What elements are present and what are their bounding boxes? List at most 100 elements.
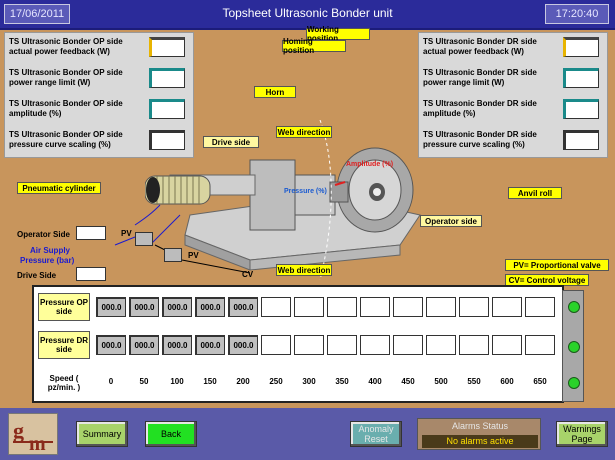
op-side-panel: TS Ultrasonic Bonder OP side actual powe… (4, 32, 194, 158)
op-pressure-cell[interactable] (426, 297, 456, 317)
op-pressure-cell[interactable] (459, 297, 489, 317)
pneumatic-cylinder-label: Pneumatic cylinder (17, 182, 101, 194)
proportional-valve-2 (164, 248, 182, 262)
op-pressure-scaling-field[interactable] (149, 130, 185, 150)
speed-row-label: Speed ( pz/min. ) (38, 369, 90, 397)
op-pressure-cell[interactable]: 000.0 (228, 297, 258, 317)
warnings-page-button[interactable]: Warnings Page (556, 421, 608, 447)
operator-side-pressure-field[interactable] (76, 226, 106, 240)
dr-amplitude-field[interactable] (563, 99, 599, 119)
speed-value: 650 (533, 377, 547, 386)
dr-pressure-cell[interactable] (261, 335, 291, 355)
dr-power-feedback-row: TS Ultrasonic Bonder DR side actual powe… (419, 34, 607, 62)
pneumatic-cylinder-icon (145, 175, 211, 205)
op-pressure-cell[interactable] (360, 297, 390, 317)
dr-pressure-cell[interactable]: 000.0 (162, 335, 192, 355)
dr-power-feedback-field[interactable] (563, 37, 599, 57)
dr-pressure-cell[interactable]: 000.0 (129, 335, 159, 355)
wiring-lines (114, 204, 251, 274)
time-display: 17:20:40 (545, 4, 609, 24)
gm-logo-icon: g m (13, 418, 53, 455)
speed-value: 150 (203, 377, 217, 386)
alarms-status-panel: Alarms Status No alarms active (417, 418, 541, 450)
op-pressure-cell[interactable] (261, 297, 291, 317)
status-indicator-column (562, 290, 584, 402)
dr-power-feedback-label: TS Ultrasonic Bonder DR side actual powe… (423, 37, 537, 56)
op-power-limit-row: TS Ultrasonic Bonder OP side power range… (5, 65, 193, 93)
op-pressure-scaling-row: TS Ultrasonic Bonder OP side pressure cu… (5, 127, 193, 155)
dr-side-panel: TS Ultrasonic Bonder DR side actual powe… (418, 32, 608, 158)
op-power-feedback-row: TS Ultrasonic Bonder OP side actual powe… (5, 34, 193, 62)
op-power-feedback-field[interactable] (149, 37, 185, 57)
dr-pressure-scaling-label: TS Ultrasonic Bonder DR side pressure cu… (423, 130, 537, 149)
dr-amplitude-label: TS Ultrasonic Bonder DR side amplitude (… (423, 99, 537, 118)
air-supply-label: Air Supply (30, 246, 71, 255)
op-power-limit-field[interactable] (149, 68, 185, 88)
homing-position-label: Homing position (282, 37, 346, 55)
dr-pressure-cell[interactable]: 000.0 (195, 335, 225, 355)
dr-status-led (568, 341, 580, 353)
op-power-feedback-label: TS Ultrasonic Bonder OP side actual powe… (9, 37, 123, 56)
dr-pressure-cell[interactable] (393, 335, 423, 355)
op-power-limit-label: TS Ultrasonic Bonder OP side power range… (9, 68, 123, 87)
op-pressure-cell[interactable]: 000.0 (195, 297, 225, 317)
op-pressure-cell[interactable] (294, 297, 324, 317)
pv-label-1: PV (121, 229, 132, 238)
op-pressure-scaling-label: TS Ultrasonic Bonder OP side pressure cu… (9, 130, 123, 149)
dr-pressure-cell[interactable] (492, 335, 522, 355)
op-status-led (568, 301, 580, 313)
dr-pressure-scaling-field[interactable] (563, 130, 599, 150)
drive-side-pressure-field[interactable] (76, 267, 106, 281)
dr-power-limit-row: TS Ultrasonic Bonder DR side power range… (419, 65, 607, 93)
company-logo: g m (8, 413, 58, 455)
op-pressure-cell[interactable] (492, 297, 522, 317)
dr-pressure-cell[interactable] (426, 335, 456, 355)
anomaly-reset-button[interactable]: Anomaly Reset (350, 421, 402, 447)
page-title: Topsheet Ultrasonic Bonder unit (222, 6, 393, 20)
dr-pressure-cell[interactable] (459, 335, 489, 355)
horn-label: Horn (254, 86, 296, 98)
op-pressure-cell[interactable] (525, 297, 555, 317)
dr-pressure-row-label: Pressure DR side (38, 331, 90, 359)
title-bar (0, 0, 615, 28)
dr-power-limit-label: TS Ultrasonic Bonder DR side power range… (423, 68, 537, 87)
dr-pressure-cell[interactable] (294, 335, 324, 355)
speed-status-led (568, 377, 580, 389)
op-pressure-cell[interactable] (393, 297, 423, 317)
back-button[interactable]: Back (145, 421, 197, 447)
date-display: 17/06/2011 (4, 4, 70, 24)
svg-text:g: g (13, 418, 24, 443)
speed-value: 450 (401, 377, 415, 386)
speed-value: 0 (108, 377, 114, 386)
proportional-valve-1 (135, 232, 153, 246)
speed-value: 300 (302, 377, 316, 386)
anvil-roll-label: Anvil roll (508, 187, 562, 199)
speed-value: 100 (170, 377, 184, 386)
pressure-bar-label: Pressure (bar) (20, 256, 75, 265)
pv-label-2: PV (188, 251, 199, 260)
dr-pressure-cell[interactable] (360, 335, 390, 355)
speed-value: 550 (467, 377, 481, 386)
alarms-status-title: Alarms Status (451, 421, 509, 431)
dr-pressure-cell[interactable]: 000.0 (228, 335, 258, 355)
op-pressure-cell[interactable]: 000.0 (129, 297, 159, 317)
dr-pressure-cell[interactable] (327, 335, 357, 355)
op-pressure-cell[interactable]: 000.0 (162, 297, 192, 317)
dr-power-limit-field[interactable] (563, 68, 599, 88)
summary-button[interactable]: Summary (76, 421, 128, 447)
op-amplitude-label: TS Ultrasonic Bonder OP side amplitude (… (9, 99, 123, 118)
op-amplitude-row: TS Ultrasonic Bonder OP side amplitude (… (5, 96, 193, 124)
op-pressure-row-label: Pressure OP side (38, 293, 90, 321)
dr-pressure-cell[interactable]: 000.0 (96, 335, 126, 355)
dr-pressure-cell[interactable] (525, 335, 555, 355)
op-amplitude-field[interactable] (149, 99, 185, 119)
web-direction-top-label: Web direction (276, 126, 332, 138)
speed-value: 50 (139, 377, 149, 386)
alarms-status-value: No alarms active (422, 435, 538, 448)
speed-value: 200 (236, 377, 250, 386)
op-pressure-cell[interactable]: 000.0 (96, 297, 126, 317)
op-pressure-cell[interactable] (327, 297, 357, 317)
